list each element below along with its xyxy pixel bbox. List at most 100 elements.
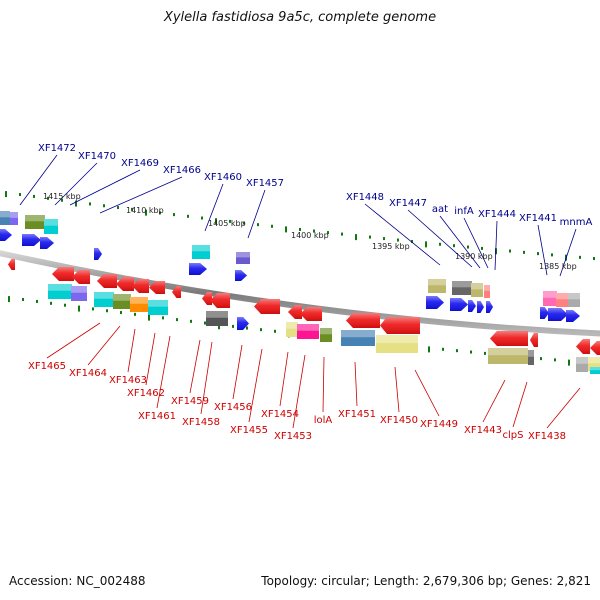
reverse-gene-arrow-shade [288,305,302,319]
tick-mark-upper [411,239,413,243]
forward-label-xf1447: XF1447 [389,198,427,209]
accession-value: NC_002488 [76,574,146,588]
forward-gene-arrow-shade [0,229,12,241]
tick-mark-lower [428,346,430,353]
domain-block-shade [206,311,228,318]
tick-mark-upper [215,218,217,225]
domain-block-shade [528,350,534,357]
reverse-label-clps: clpS [503,430,524,441]
domain-block-shade [543,291,557,298]
tick-mark-upper [355,234,357,241]
reverse-label-xf1438: XF1438 [528,431,566,442]
tick-mark-upper [593,257,595,261]
tick-mark-upper [439,242,441,246]
label-leader-lines [19,154,581,429]
domain-block-shade [71,286,87,293]
domain-block [590,367,600,374]
genome-backbone [0,250,600,337]
leader-line-mnma [559,228,577,277]
reverse-gene-arrow-shade [202,292,212,305]
reverse-label-xf1462: XF1462 [127,388,165,399]
leader-line-aat [439,215,481,269]
tick-mark-lower [274,329,276,333]
tick-mark-upper [313,229,315,233]
leader-line-xf1470 [54,162,98,206]
domain-block-shade [48,284,72,291]
tick-mark-upper [187,214,189,218]
tick-mark-lower [456,349,458,353]
tick-mark-lower [218,323,220,330]
domain-block-shade [320,328,332,335]
domain-block-shade [297,324,319,331]
reverse-label-xf1450: XF1450 [380,415,418,426]
tick-mark-lower [176,318,178,322]
domain-block-shade [576,357,588,364]
tick-mark-upper [229,219,231,223]
tick-mark-lower [134,312,136,316]
leader-line-xf1448 [364,203,441,266]
tick-mark-lower [190,319,192,323]
domain-block [320,328,332,342]
gene-features [0,211,600,374]
forward-gene-arrow-shade [237,317,249,330]
reverse-gene-arrow-shade [530,333,538,347]
forward-gene-arrow-shade [540,307,549,319]
scale-tick-label: 1415 kbp [43,192,81,201]
tick-mark-lower [106,309,108,313]
domain-block-shade [588,357,600,364]
reverse-gene-arrow-shade [576,339,590,354]
tick-mark-upper [537,252,539,256]
forward-gene-arrow-shade [426,296,444,309]
forward-label-xf1441: XF1441 [519,213,557,224]
map-title: Xylella fastidiosa 9a5c, complete genome [163,10,437,25]
length-label: Length: [373,574,420,588]
tick-mark-upper [257,223,259,227]
reverse-label-xf1453: XF1453 [274,431,312,442]
tick-mark-upper [173,213,175,217]
reverse-gene-arrow-shade [97,274,117,288]
domain-block-shade [471,283,483,290]
domain-block-shade [0,211,10,218]
tick-mark-lower [64,303,66,307]
reverse-gene-arrow-shade [210,293,230,308]
leader-line-clps [512,381,528,428]
domain-block [44,219,58,234]
domain-block [484,285,490,298]
tick-mark-upper [103,204,105,208]
domain-block [236,252,250,264]
domain-block-shade [113,294,131,301]
tick-mark-upper [145,209,147,216]
tick-mark-upper [341,232,343,236]
tick-mark-upper [159,211,161,215]
leader-line-xf1449 [414,369,440,417]
tick-mark-lower [470,350,472,354]
tick-mark-lower [554,358,556,362]
leader-line-xf1441 [537,224,548,276]
reverse-label-xf1451: XF1451 [338,409,376,420]
topology-label: Topology: [261,574,318,588]
forward-label-xf1470: XF1470 [78,151,116,162]
tick-mark-upper [467,245,469,249]
reverse-gene-arrow-shade [116,277,134,291]
tick-mark-lower [8,296,10,303]
tick-mark-upper [327,231,329,235]
tick-mark-lower [540,357,542,361]
tick-marks [5,191,598,366]
tick-mark-lower [442,347,444,351]
forward-gene-arrow-shade [94,248,102,260]
tick-mark-lower [50,301,52,305]
domain-block [568,293,580,307]
domain-block-shade [94,292,114,299]
tick-mark-upper [19,193,21,197]
leader-line-xf1469 [69,169,141,206]
tick-mark-upper [509,249,511,253]
leader-line-xf1458 [200,341,213,415]
domain-block-shade [488,348,528,356]
leader-line-xf1444 [494,220,498,271]
tick-mark-lower [246,326,248,330]
tick-mark-upper [397,238,399,242]
tick-mark-upper [383,237,385,241]
tick-mark-upper [523,250,525,254]
reverse-gene-arrow-shade [490,331,528,346]
